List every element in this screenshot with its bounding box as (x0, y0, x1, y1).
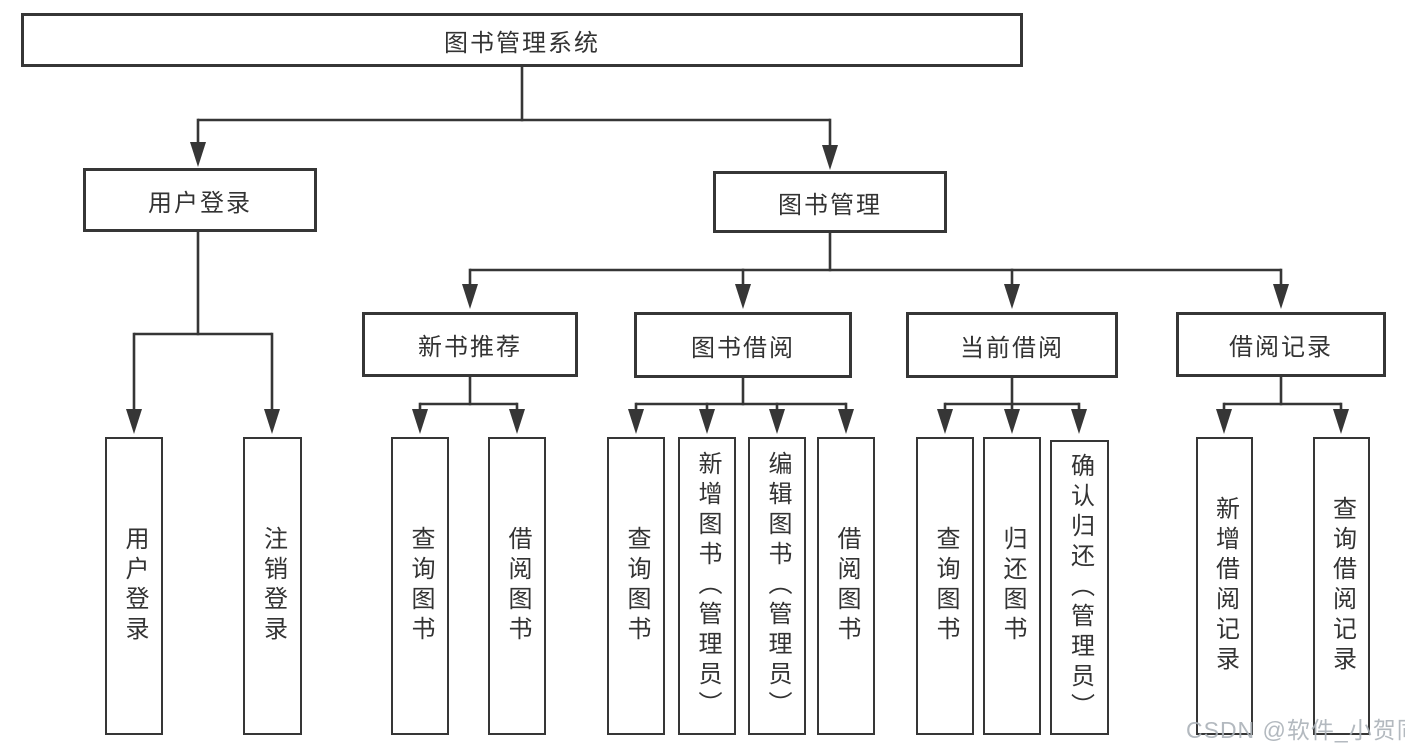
node-user-login: 用户登录 (83, 168, 317, 232)
leaf-query-books-borrowing-label: 查询图书 (623, 526, 650, 646)
leaf-borrow-books-borrowing-label: 借阅图书 (833, 526, 860, 646)
node-borrow-records-label: 借阅记录 (1229, 334, 1333, 361)
node-book-borrowing-label: 图书借阅 (691, 334, 795, 362)
leaf-query-books-borrowing: 查询图书 (607, 437, 665, 735)
leaf-return-book: 归还图书 (983, 437, 1041, 735)
node-system-root: 图书管理系统 (21, 13, 1023, 67)
leaf-user-login-label: 用户登录 (121, 526, 148, 646)
leaf-edit-book-admin: 编辑图书（管理员） (748, 437, 806, 735)
node-borrow-records: 借阅记录 (1176, 312, 1386, 377)
leaf-query-borrow-record: 查询借阅记录 (1313, 437, 1370, 735)
leaf-logout-label: 注销登录 (259, 526, 287, 646)
leaf-confirm-return-admin: 确认归还（管理员） (1050, 440, 1109, 735)
leaf-borrow-books-recommend-label: 借阅图书 (504, 526, 531, 646)
node-new-book-recommend: 新书推荐 (362, 312, 578, 377)
leaf-query-books-recommend: 查询图书 (391, 437, 449, 735)
csdn-watermark: CSDN @软件_小贺同学 (1186, 717, 1405, 743)
leaf-confirm-return-admin-label: 确认归还（管理员） (1066, 452, 1094, 723)
leaf-user-login: 用户登录 (105, 437, 163, 735)
leaf-query-books-recommend-label: 查询图书 (407, 526, 434, 646)
node-user-login-label: 用户登录 (148, 189, 252, 217)
node-book-management-label: 图书管理 (778, 191, 882, 219)
leaf-edit-book-admin-label: 编辑图书（管理员） (764, 451, 791, 721)
leaf-borrow-books-recommend: 借阅图书 (488, 437, 546, 735)
node-current-borrowing: 当前借阅 (906, 312, 1118, 378)
node-new-book-recommend-label: 新书推荐 (418, 334, 522, 361)
leaf-add-borrow-record: 新增借阅记录 (1196, 437, 1253, 735)
node-book-management: 图书管理 (713, 171, 947, 233)
leaf-add-book-admin: 新增图书（管理员） (678, 437, 736, 735)
leaf-borrow-books-borrowing: 借阅图书 (817, 437, 875, 735)
leaf-add-book-admin-label: 新增图书（管理员） (694, 451, 721, 721)
leaf-add-borrow-record-label: 新增借阅记录 (1211, 496, 1239, 676)
leaf-query-borrow-record-label: 查询借阅记录 (1328, 496, 1356, 676)
leaf-query-books-current-label: 查询图书 (932, 526, 959, 646)
node-book-borrowing: 图书借阅 (634, 312, 852, 378)
node-system-root-label: 图书管理系统 (444, 29, 600, 57)
arrowheads (126, 142, 1349, 434)
leaf-query-books-current: 查询图书 (916, 437, 974, 735)
node-current-borrowing-label: 当前借阅 (960, 334, 1064, 362)
leaf-return-book-label: 归还图书 (999, 526, 1026, 646)
leaf-logout: 注销登录 (243, 437, 302, 735)
